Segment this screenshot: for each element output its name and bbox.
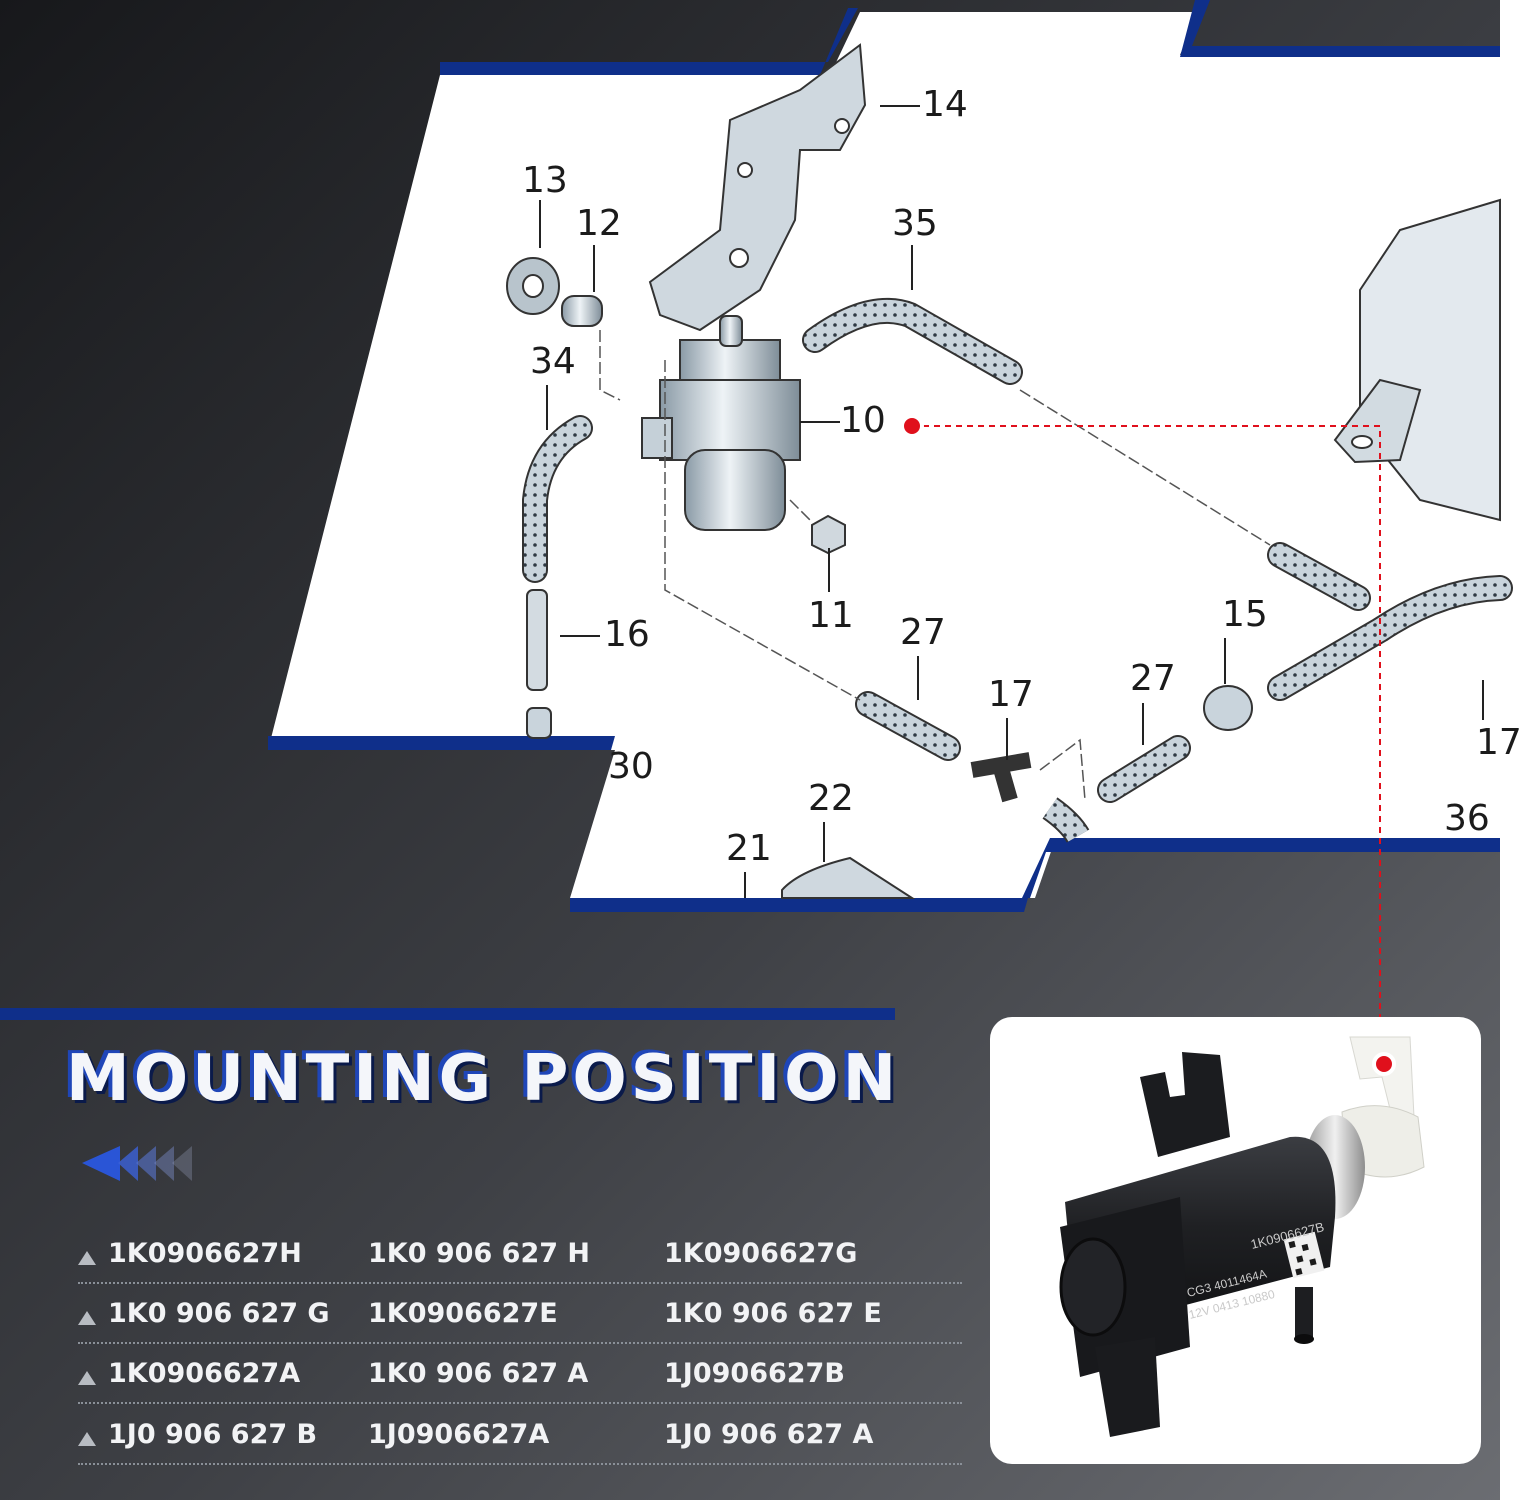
part-number-row: 1J0 906 627 B 1J0906627A 1J0 906 627 A	[78, 1415, 962, 1465]
part-number: 1K0906627E	[368, 1298, 558, 1329]
section-title: MOUNTING POSITION	[66, 1042, 901, 1116]
callout-13: 13	[522, 160, 568, 201]
callout-16: 16	[604, 614, 650, 655]
part-number: 1J0906627A	[368, 1419, 550, 1450]
arrow-decoration	[82, 1146, 192, 1181]
callout-14: 14	[922, 84, 968, 125]
triangle-bullet-icon	[78, 1432, 96, 1446]
product-photo-card: 1K0906627B CG3 4011464A 12V 0413 10880	[990, 1017, 1481, 1464]
callout-35: 35	[892, 203, 938, 244]
callout-27a: 27	[900, 612, 946, 653]
exploded-parts-diagram	[506, 43, 1513, 899]
callout-21: 21	[726, 828, 772, 869]
part-number: 1K0906627A	[108, 1358, 301, 1389]
part-number: 1J0 906 627 A	[664, 1419, 874, 1450]
part-number: 1K0906627G	[664, 1238, 858, 1269]
triangle-bullet-icon	[78, 1251, 96, 1265]
part-number-row: 1K0906627A 1K0 906 627 A 1J0906627B	[78, 1354, 962, 1404]
position-marker-line	[912, 425, 1381, 1060]
callout-27b: 27	[1130, 658, 1176, 699]
callout-30: 30	[608, 746, 654, 787]
triangle-bullet-icon	[78, 1311, 96, 1325]
part-number: 1K0 906 627 A	[368, 1358, 589, 1389]
callout-15: 15	[1222, 594, 1268, 635]
callout-10: 10	[840, 400, 886, 441]
part-number: 1K0 906 627 H	[368, 1238, 591, 1269]
part-number-row: 1K0906627H 1K0 906 627 H 1K0906627G	[78, 1234, 962, 1284]
solenoid-valve-image: 1K0906627B CG3 4011464A 12V 0413 10880	[1059, 1036, 1425, 1437]
callout-34: 34	[530, 341, 576, 382]
callout-22: 22	[808, 778, 854, 819]
part-number: 1K0 906 627 G	[108, 1298, 330, 1329]
part-number-row: 1K0 906 627 G 1K0906627E 1K0 906 627 E	[78, 1294, 962, 1344]
part-number: 1K0906627H	[108, 1238, 302, 1269]
part-number: 1K0 906 627 E	[664, 1298, 882, 1329]
callout-11: 11	[808, 595, 854, 636]
callout-12: 12	[576, 203, 622, 244]
callout-36: 36	[1444, 798, 1490, 839]
part-number: 1J0906627B	[664, 1358, 845, 1389]
part-number: 1J0 906 627 B	[108, 1419, 318, 1450]
callout-17a: 17	[988, 674, 1034, 715]
callout-17b: 17	[1476, 722, 1522, 763]
diagram-panel	[0, 0, 1500, 1020]
triangle-bullet-icon	[78, 1371, 96, 1385]
